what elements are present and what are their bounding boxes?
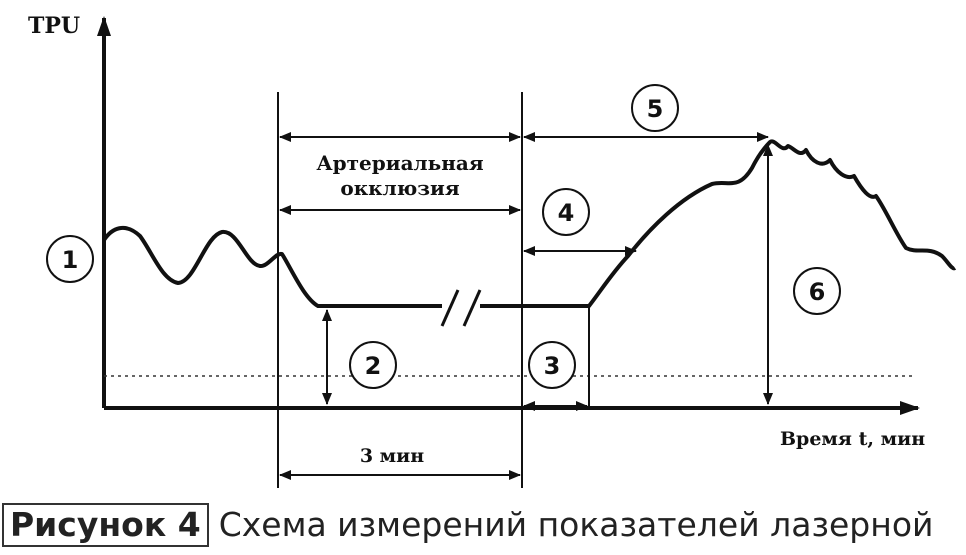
marker-6-label: 6 <box>809 278 826 306</box>
marker-3: 3 <box>528 341 576 389</box>
ldf-diagram: TPU Время t, мин Артериальная окклюзия 3… <box>28 13 957 488</box>
caption-figure-number: Рисунок 4 <box>2 503 209 547</box>
break-mark-2 <box>462 289 482 327</box>
duration-label: 3 мин <box>360 445 424 467</box>
marker-2-label: 2 <box>365 352 382 380</box>
x-axis-label: Время t, мин <box>780 428 925 450</box>
break-mark-1 <box>440 289 460 327</box>
signal-curve <box>102 139 957 308</box>
marker-4-label: 4 <box>558 199 575 227</box>
marker-3-label: 3 <box>544 352 561 380</box>
marker-5: 5 <box>631 84 679 132</box>
marker-1: 1 <box>46 235 94 283</box>
marker-5-label: 5 <box>647 95 664 123</box>
marker-2: 2 <box>349 341 397 389</box>
occlusion-label-line2: окклюзия <box>340 176 459 200</box>
marker-6: 6 <box>793 267 841 315</box>
marker-4: 4 <box>542 188 590 236</box>
y-axis-label: TPU <box>28 13 80 39</box>
marker-1-label: 1 <box>62 246 79 274</box>
caption-text: Схема измерений показателей лазерной <box>218 505 934 544</box>
occlusion-label-line1: Артериальная <box>316 151 483 175</box>
